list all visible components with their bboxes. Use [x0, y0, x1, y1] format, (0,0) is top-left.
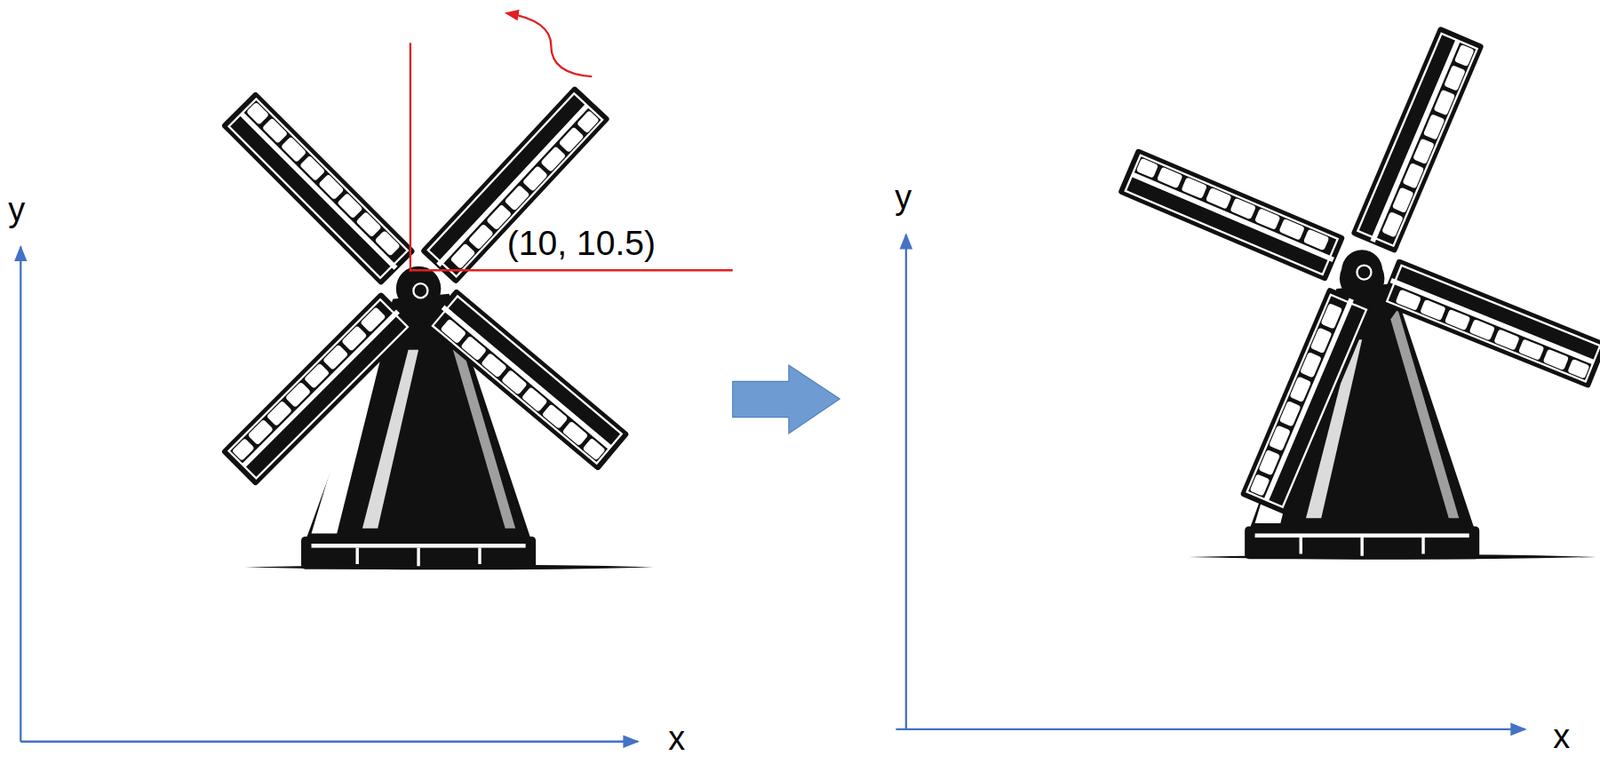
axis-label: x [1552, 720, 1570, 755]
transform-arrow [732, 365, 841, 434]
axis-label: y [894, 181, 912, 215]
coordinate-label: (10, 10.5) [507, 225, 656, 261]
axis-label: x [668, 722, 685, 757]
windmill [1117, 25, 1600, 560]
windmill [221, 85, 654, 570]
rotation-axis [409, 42, 412, 271]
y-axis [905, 234, 908, 730]
x-axis [895, 728, 1525, 731]
y-axis [19, 246, 22, 742]
rotation-axis [409, 269, 733, 271]
rotation-arrow [507, 13, 592, 77]
x-axis [20, 740, 638, 743]
axis-label: y [7, 193, 25, 228]
